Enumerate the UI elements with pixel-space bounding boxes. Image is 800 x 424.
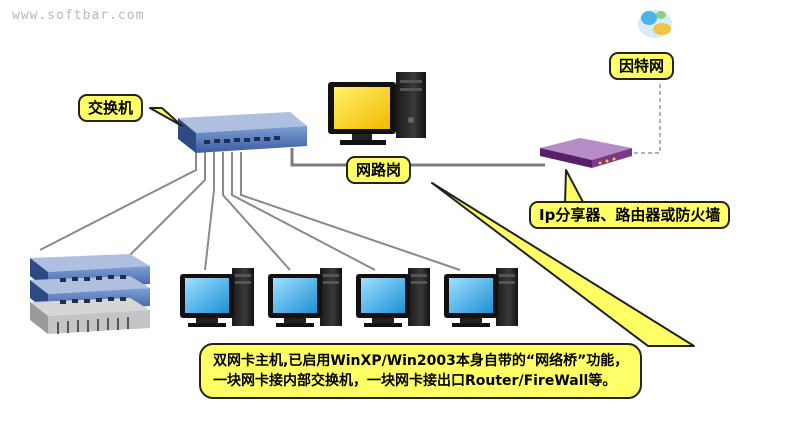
note-callout: 双网卡主机,已启用WinXP/Win2003本身自带的“网络桥”功能， 一块网卡…	[199, 343, 643, 399]
note-line-2: 一块网卡接内部交换机，一块网卡接出口Router/FireWall等。	[213, 373, 617, 389]
internet-label: 因特网	[609, 52, 675, 80]
client-computer	[356, 268, 430, 327]
switch-device	[178, 112, 307, 153]
switch-callout-pointer	[149, 107, 183, 127]
switch-label: 交换机	[78, 94, 144, 122]
client-computer	[268, 268, 342, 327]
internet-link	[620, 82, 661, 154]
internet-icon	[638, 10, 672, 38]
client-computer	[180, 268, 254, 327]
router-device	[540, 138, 632, 168]
gateway-label: 网路岗	[346, 156, 412, 184]
client-computer	[444, 268, 518, 327]
gateway-computer	[328, 72, 426, 145]
lan-cables	[39, 152, 461, 271]
watermark: www.softbar.com	[12, 8, 145, 23]
note-line-1: 双网卡主机,已启用WinXP/Win2003本身自带的“网络桥”功能，	[213, 353, 629, 369]
note-callout-pointer	[431, 182, 695, 347]
router-label: Ip分享器、路由器或防火墙	[529, 201, 731, 229]
uplink-cable	[290, 148, 545, 167]
router-callout-pointer	[564, 169, 585, 205]
server-rack	[30, 254, 150, 334]
